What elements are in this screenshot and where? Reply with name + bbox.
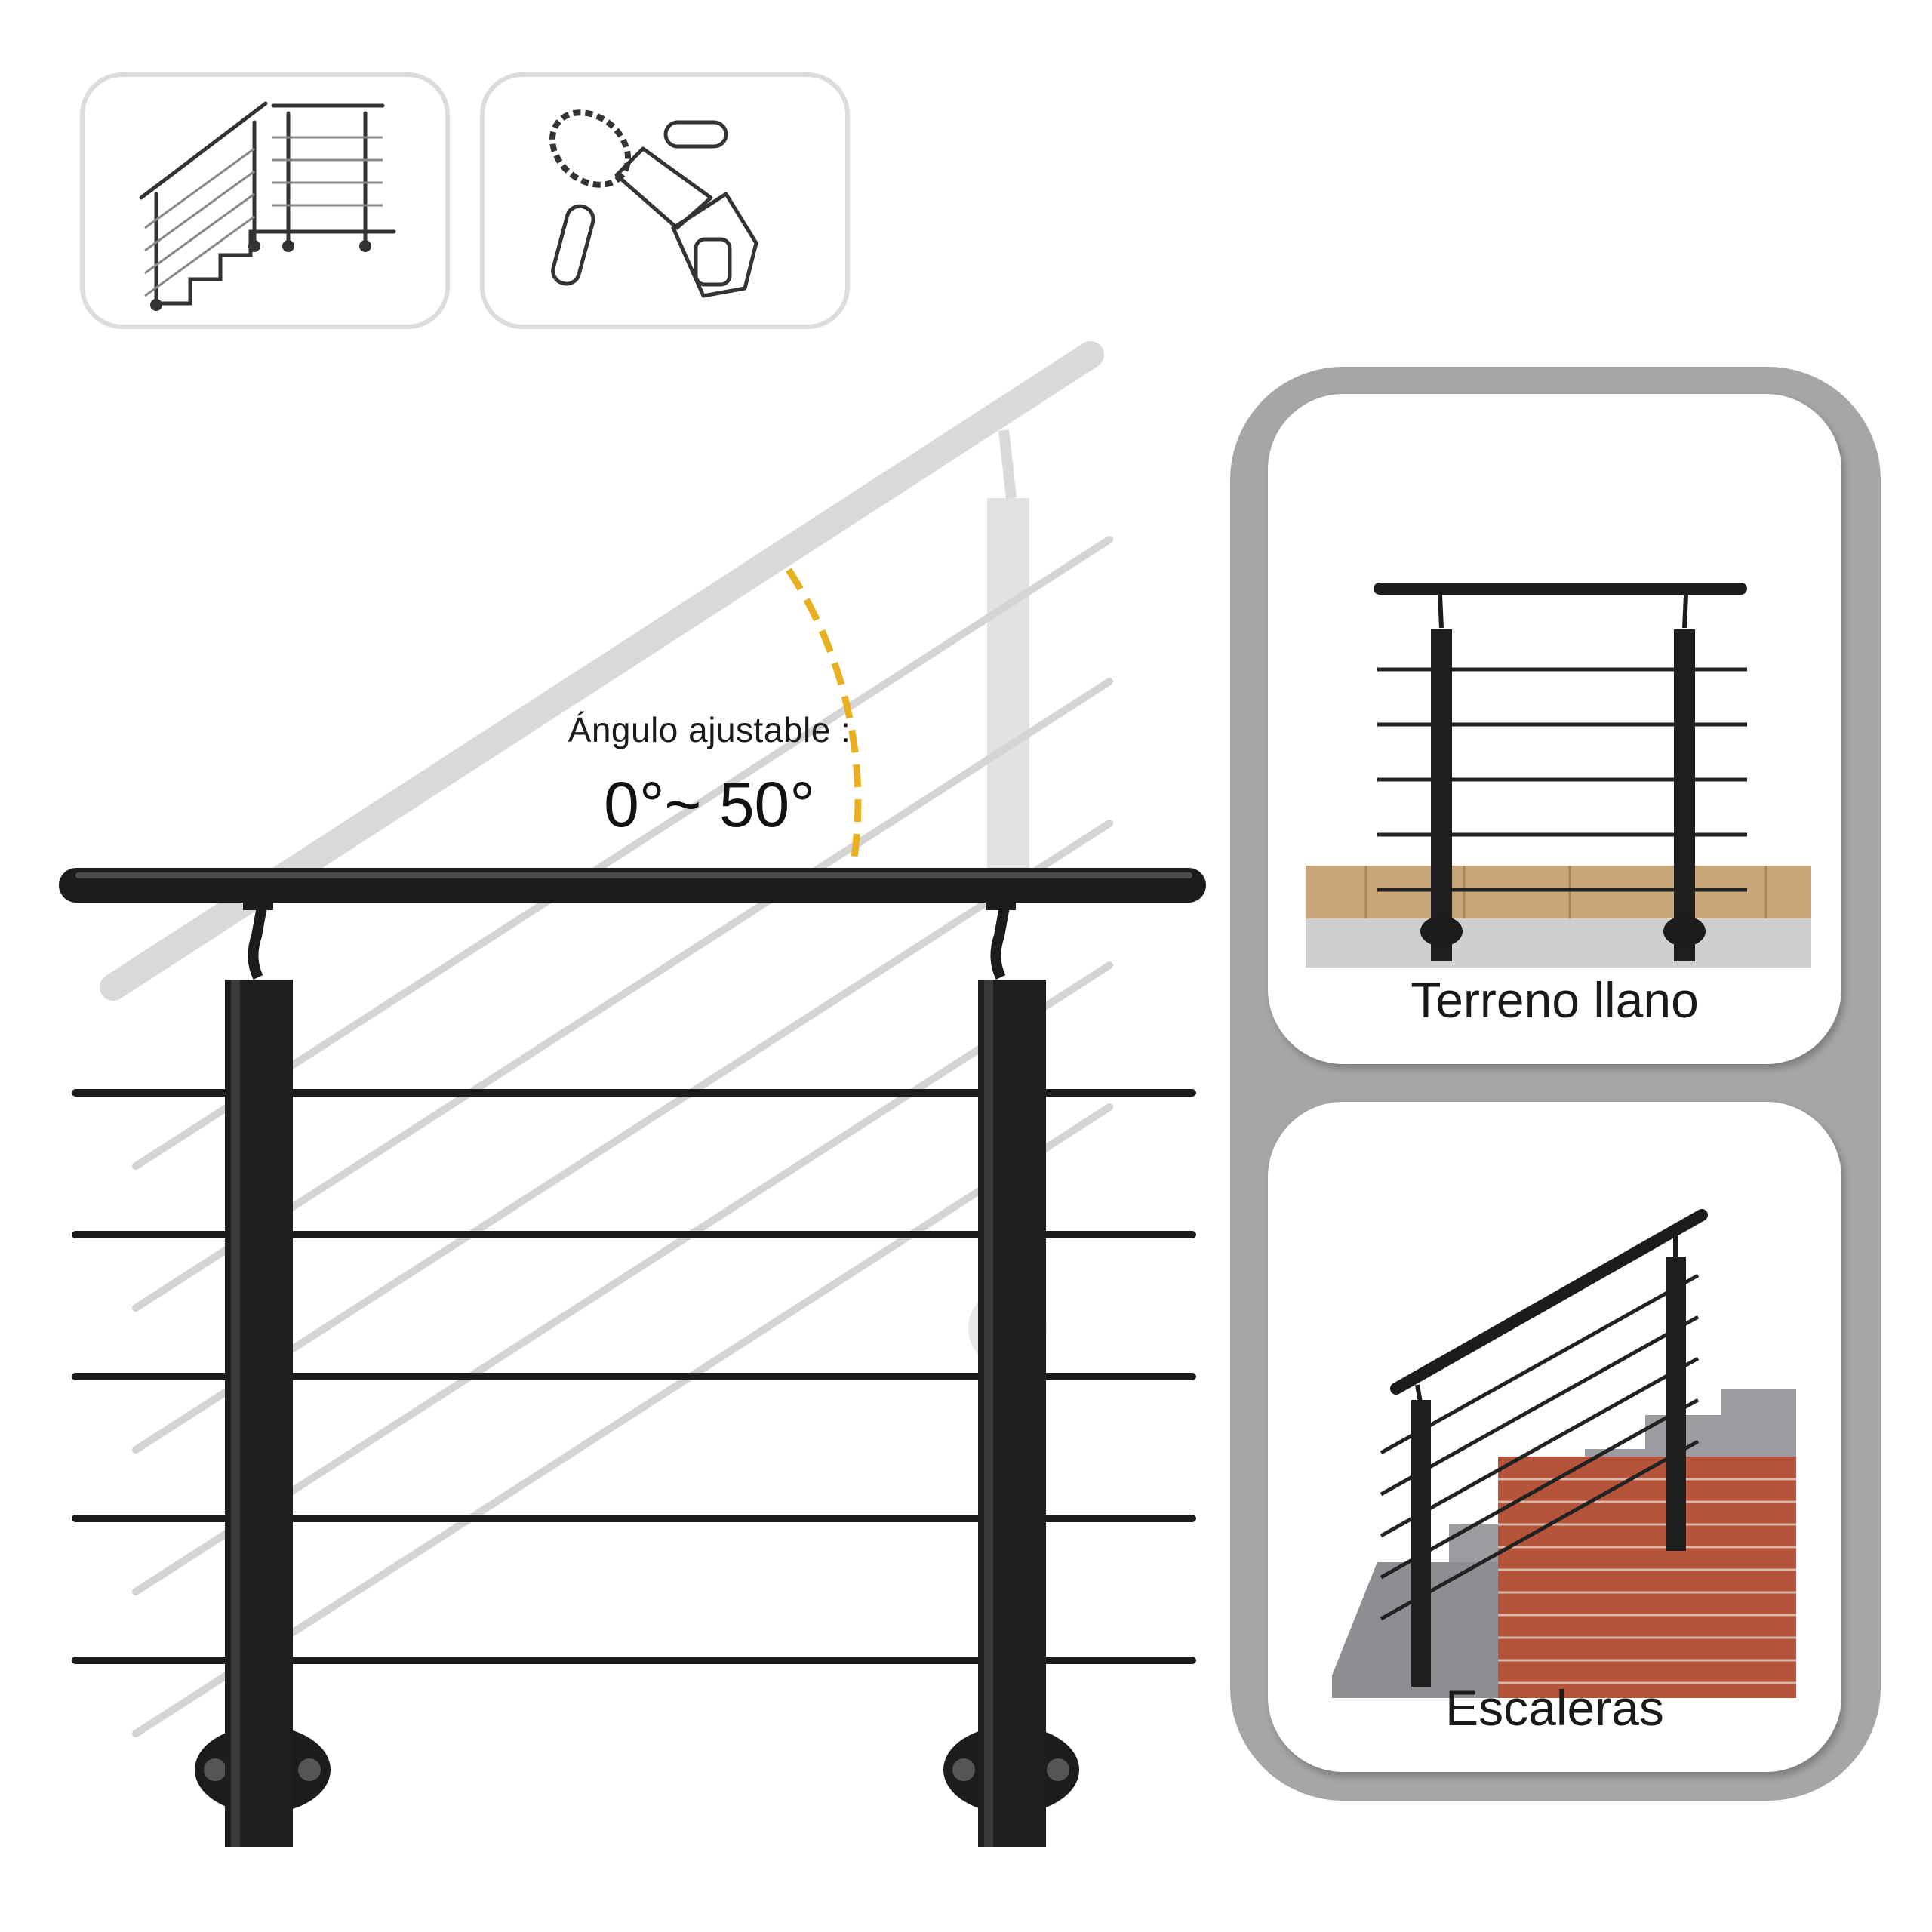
left-post <box>195 898 331 1847</box>
right-post <box>943 898 1079 1847</box>
stairs-railing-image <box>1332 1209 1796 1698</box>
stairs-label: Escaleras <box>1445 1680 1664 1736</box>
angle-value: 0°~ 50° <box>604 769 815 840</box>
flat-ground-card: Terreno llano <box>1268 394 1841 1064</box>
flat-ground-railing-image <box>1306 583 1811 968</box>
angle-label: Ángulo ajustable : <box>568 710 851 749</box>
stairs-card: Escaleras <box>1268 1102 1841 1772</box>
chainsaw-cut-icon <box>549 109 758 298</box>
handrail <box>59 868 1206 903</box>
railing-stair-icon <box>139 101 396 311</box>
angle-arc <box>786 568 862 869</box>
cuttable-feature-card <box>480 72 850 329</box>
stair-railing-feature-card <box>80 72 450 329</box>
flat-ground-label: Terreno llano <box>1411 972 1699 1028</box>
